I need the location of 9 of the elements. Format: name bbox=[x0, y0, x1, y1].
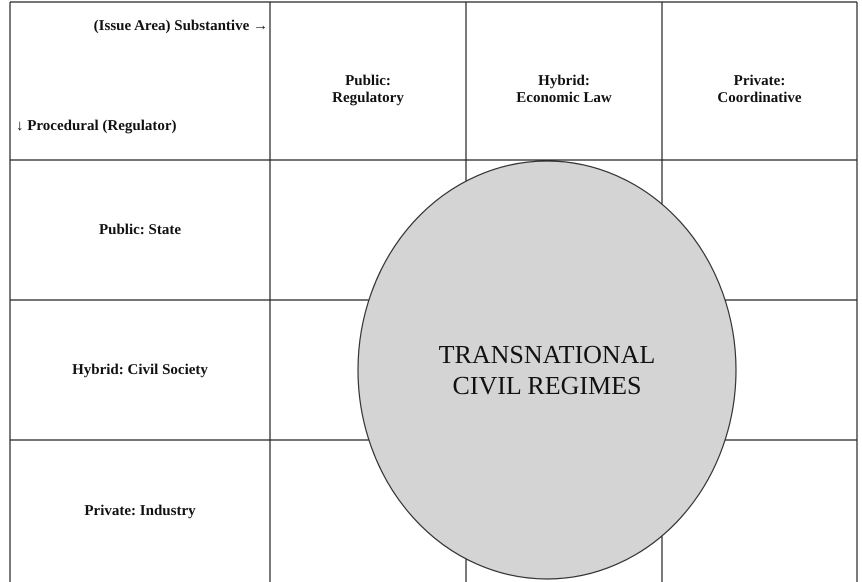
axis-heading: ↓ Procedural (Regulator) bbox=[16, 118, 178, 136]
axis-heading: (Issue Area) Substantive → bbox=[92, 18, 268, 36]
column-header: Private: Coordinative bbox=[716, 72, 803, 107]
row-header: Public: State bbox=[98, 222, 182, 239]
column-header: Public: Regulatory bbox=[331, 72, 405, 107]
ellipse-label: TRANSNATIONAL CIVIL REGIMES bbox=[438, 338, 656, 402]
row-header: Hybrid: Civil Society bbox=[71, 362, 209, 379]
column-header: Hybrid: Economic Law bbox=[515, 72, 613, 107]
row-header: Private: Industry bbox=[83, 502, 197, 520]
